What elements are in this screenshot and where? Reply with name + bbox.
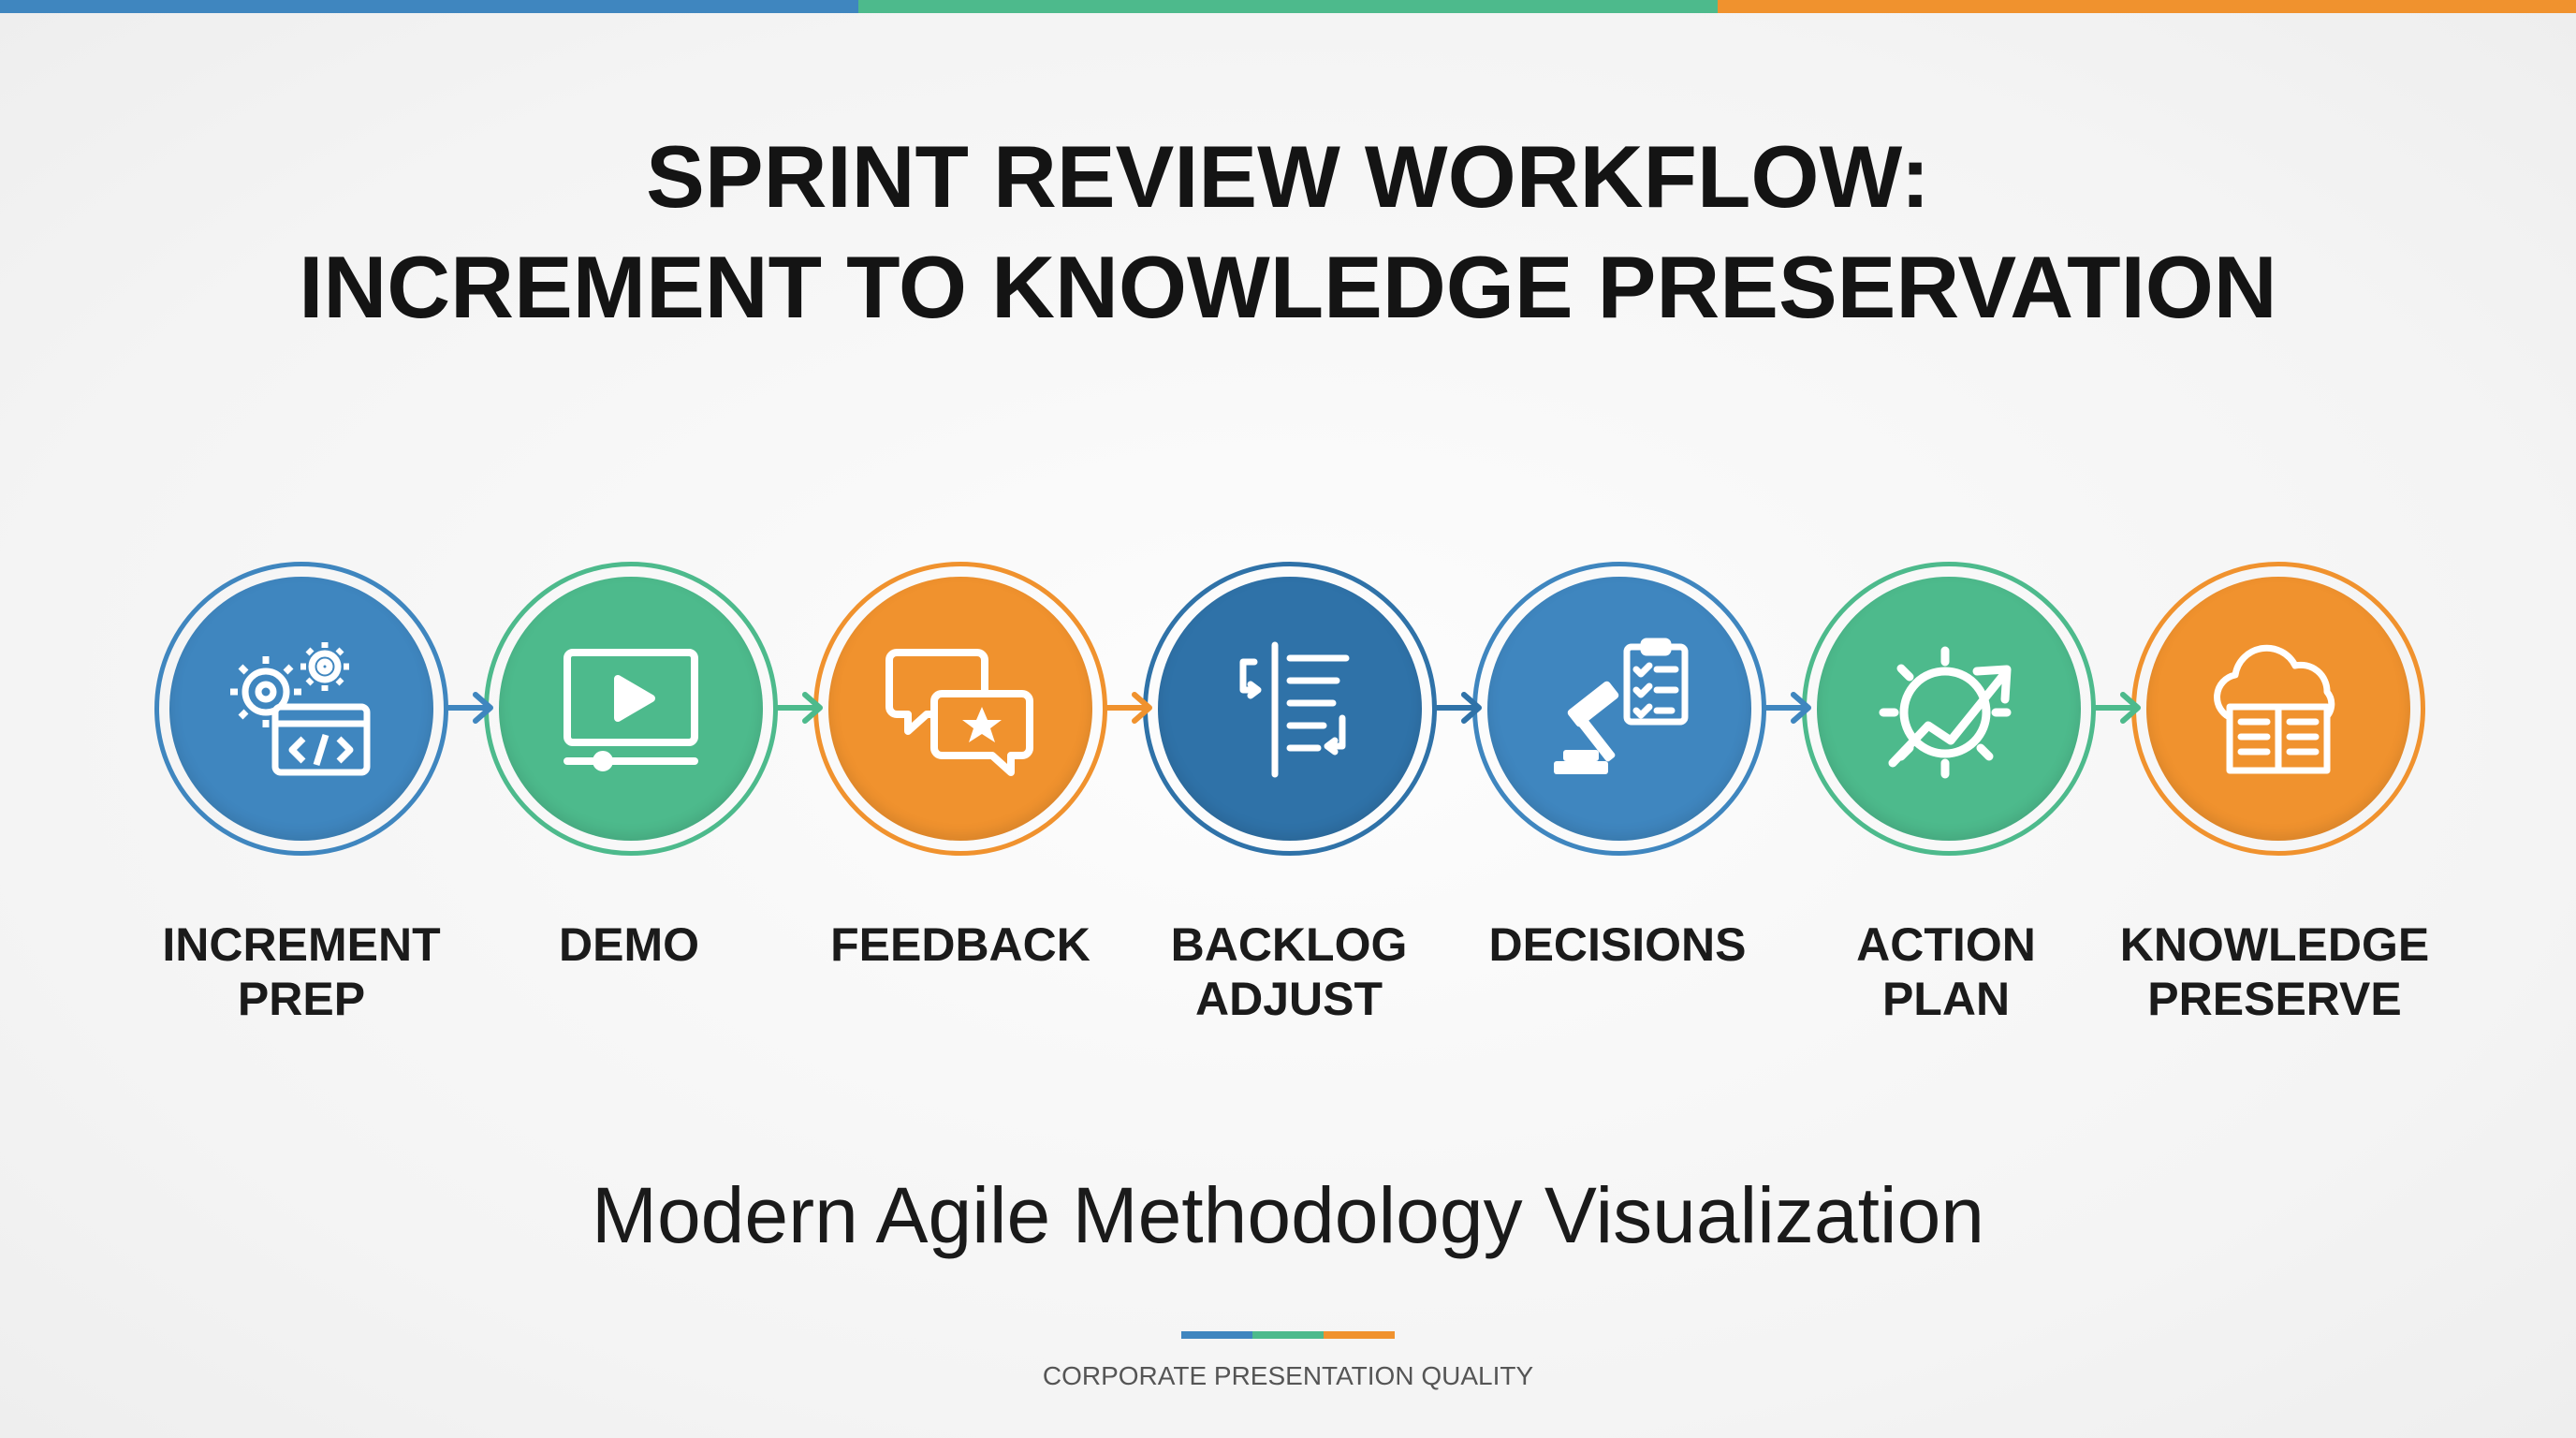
flow-arrow-5 [1763,692,1811,724]
step-ring [1472,562,1766,856]
footer-caption: CORPORATE PRESENTATION QUALITY [1042,1361,1534,1390]
page-title: SPRINT REVIEW WORKFLOW: INCREMENT TO KNO… [0,122,2576,343]
step-ring [813,562,1107,856]
step-label-feedback: FEEDBACK [830,918,1090,971]
step-ring [154,562,448,856]
step-ring [2131,562,2425,856]
step-label-increment-prep: INCREMENT PREP [162,918,441,1025]
top-accent-bar [0,0,2576,13]
video-player-icon [564,649,698,771]
footer-accent-green [1252,1331,1324,1339]
step-label-demo: DEMO [559,918,699,971]
top-accent-green [858,0,1718,13]
flow-arrow-6 [2092,692,2141,724]
step-ring [484,562,778,856]
gear-growth-arrow-icon [1879,646,2012,779]
gavel-checklist-icon [1554,638,1689,774]
top-accent-orange [1717,0,2576,13]
title-line-2: INCREMENT TO KNOWLEDGE PRESERVATION [299,238,2277,336]
chat-bubbles-star-icon [886,649,1033,776]
flow-arrow-3 [1104,692,1152,724]
flow-arrow-4 [1433,692,1482,724]
cloud-book-icon [2214,644,2335,774]
title-line-1: SPRINT REVIEW WORKFLOW: [646,127,1930,226]
top-accent-blue [0,0,859,13]
subtitle: Modern Agile Methodology Visualization [591,1171,1985,1259]
footer-accent-bar [1181,1331,1395,1339]
step-ring [1143,562,1437,856]
flow-arrow-2 [774,692,823,724]
backlog-list-icon [1239,641,1350,778]
footer-accent-blue [1181,1331,1252,1339]
flow-arrow-1 [445,692,493,724]
step-label-knowledge-preserve: KNOWLEDGE PRESERVE [2119,918,2430,1025]
code-window-gears-icon [230,642,371,776]
step-ring [1802,562,2096,856]
step-label-backlog-adjust: BACKLOG ADJUST [1170,918,1408,1025]
step-label-action-plan: ACTION PLAN [1856,918,2036,1025]
step-label-decisions: DECISIONS [1488,918,1747,971]
footer-accent-orange [1324,1331,1395,1339]
